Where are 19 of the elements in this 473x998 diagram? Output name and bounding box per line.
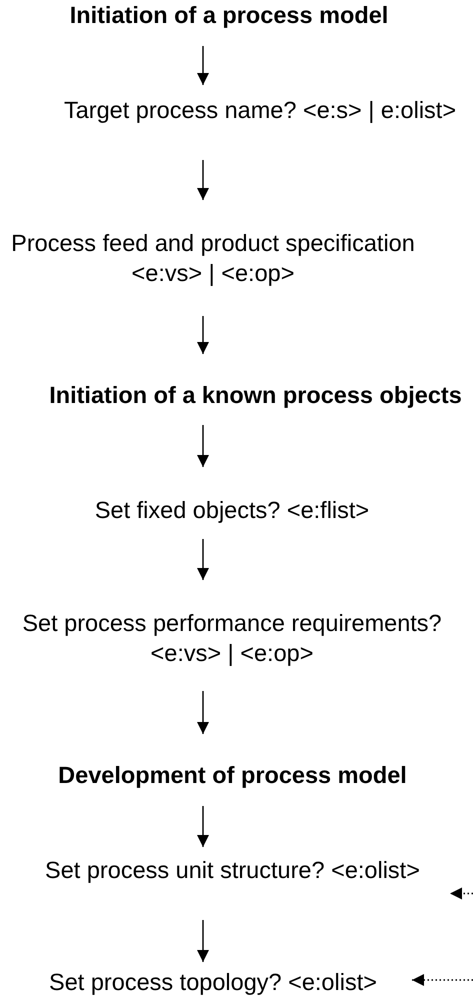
arrow [197,425,209,467]
step-text: Set process unit structure? <e:olist> [44,856,421,885]
arrow [197,160,209,200]
arrow [197,316,209,354]
step-text: Target process name? <e:s> | e:olist> [62,96,458,125]
step-heading: Initiation of a known process objects [48,381,463,410]
arrow [197,539,209,580]
step-text: Set fixed objects? <e:flist> [94,496,370,525]
arrow [197,46,209,85]
step-text: Process feed and product specification <e:vs> | <e:op> [10,229,416,288]
feedback-arrow [450,888,473,900]
arrow [197,806,209,847]
step-heading: Development of process model [57,761,408,790]
feedback-arrow [412,974,473,986]
step-text: Set process topology? <e:olist> [48,968,378,997]
arrow [197,691,209,734]
step-heading: Initiation of a process model [68,1,390,30]
step-text: Set process performance requirements? <e:vs> | <e:op> [21,609,443,668]
arrow [197,920,209,962]
